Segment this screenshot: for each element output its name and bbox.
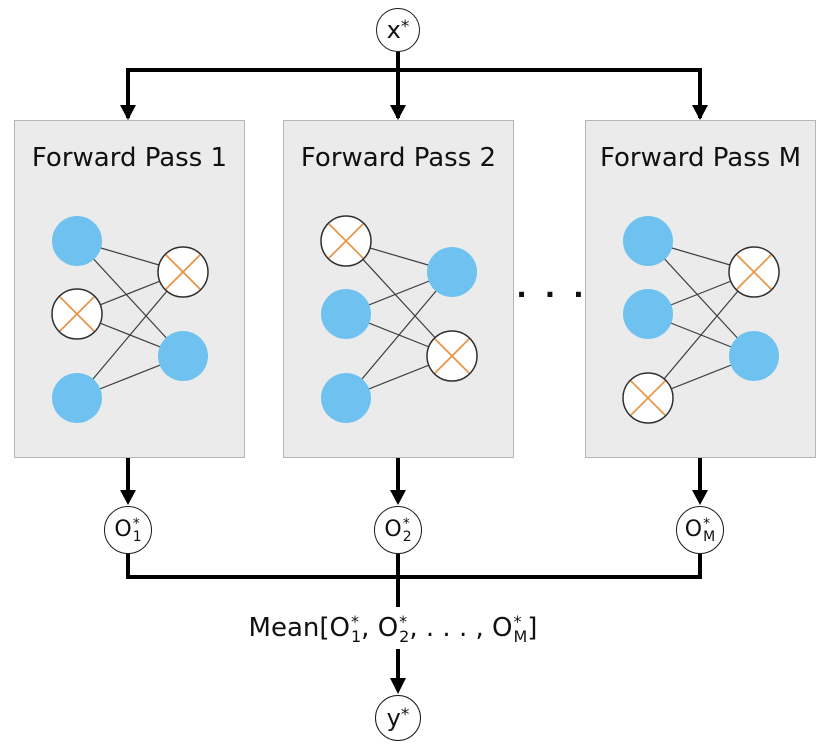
output-sup: * (400, 705, 410, 725)
mean-sep2: , . . . , (409, 613, 493, 643)
forward-pass-box-M: Forward Pass M (585, 120, 816, 458)
forward-pass-box-2: Forward Pass 2 (283, 120, 514, 458)
output-node-y: y* (375, 695, 421, 741)
o2-sup: * (402, 516, 410, 533)
oM-sup: * (703, 516, 711, 533)
output-node-o2: O*2 (374, 506, 422, 554)
o1-base: O (114, 517, 132, 542)
output-label: y (386, 704, 401, 732)
network-graph (320, 215, 478, 423)
active-node-icon (52, 373, 102, 423)
active-node-icon (623, 289, 673, 339)
active-node-icon (623, 216, 673, 266)
active-node-icon (427, 247, 477, 297)
o2-sub: 2 (402, 529, 412, 545)
o1-sup: * (132, 516, 140, 533)
oM-sub: M (703, 529, 716, 545)
active-node-icon (321, 289, 371, 339)
pass-title: Forward Pass M (599, 143, 802, 173)
o2-base: O (384, 517, 402, 542)
active-node-icon (158, 331, 208, 381)
input-label: x (386, 16, 401, 44)
oM-base: O (684, 517, 703, 542)
dropped-node-icon (320, 215, 372, 267)
output-node-o1: O*1 (104, 506, 152, 554)
active-node-icon (52, 216, 102, 266)
ellipsis-dots: · · · (516, 278, 588, 311)
mean-o1: O (329, 613, 350, 643)
input-sup: * (400, 17, 410, 37)
input-node-x: x* (376, 8, 420, 52)
active-node-icon (729, 331, 779, 381)
pass-title: Forward Pass 2 (300, 143, 497, 173)
mean-o2: O (377, 613, 399, 643)
mean-oM: O (492, 613, 513, 643)
dropped-node-icon (157, 246, 209, 298)
dropped-node-icon (51, 288, 103, 340)
mean-prefix: Mean[ (248, 613, 330, 643)
o1-sub: 1 (132, 529, 142, 545)
network-graph (622, 216, 780, 424)
dropped-node-icon (622, 372, 674, 424)
active-node-icon (321, 373, 371, 423)
mean-sep1: , (361, 613, 378, 643)
mean-formula: Mean[O*1, O*2, . . . , O*M] (248, 612, 538, 646)
dropped-node-icon (728, 246, 780, 298)
output-node-oM: O*M (676, 506, 724, 554)
network-graph (51, 216, 209, 423)
pass-title: Forward Pass 1 (31, 143, 228, 173)
mean-suffix: ] (527, 613, 538, 643)
dropped-node-icon (426, 330, 478, 382)
forward-pass-box-1: Forward Pass 1 (14, 120, 245, 458)
